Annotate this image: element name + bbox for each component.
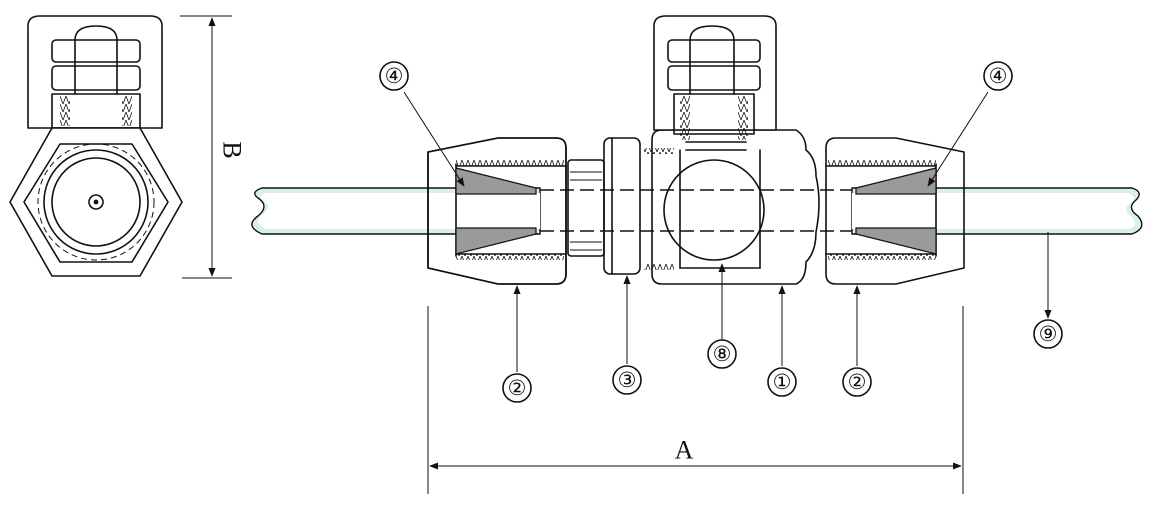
end-view-bore	[51, 157, 141, 247]
svg-text:②: ②	[508, 376, 527, 400]
svg-text:③: ③	[618, 368, 637, 392]
lock-ring	[603, 137, 641, 275]
valve-body	[644, 15, 820, 285]
end-view-hex-inner	[23, 143, 169, 263]
leader-lines	[403, 91, 1052, 372]
knurled-sleeve	[567, 159, 605, 257]
dimension-b: B	[180, 15, 247, 279]
svg-text:②: ②	[848, 370, 867, 394]
callout-3: ③	[612, 365, 642, 395]
ball	[663, 159, 765, 261]
end-view-center-hole	[88, 194, 104, 210]
end-view-thread-circle	[37, 143, 155, 261]
ferrule-right-bottom	[855, 227, 937, 255]
end-view-thread-left	[60, 96, 70, 126]
tube-left	[251, 187, 541, 235]
ferrule-left-bottom	[455, 227, 537, 255]
end-view	[9, 15, 183, 277]
section-view	[251, 15, 1143, 285]
svg-text:④: ④	[385, 64, 404, 88]
svg-text:⑧: ⑧	[713, 342, 732, 366]
svg-text:①: ①	[773, 370, 792, 394]
left-nut	[427, 137, 567, 285]
svg-text:④: ④	[989, 64, 1008, 88]
tube-right	[851, 187, 1143, 235]
end-view-nut-lower	[51, 65, 141, 91]
end-view-nut-upper	[51, 39, 141, 63]
callout-2-right: ②	[842, 367, 872, 397]
callout-4-right: ④	[983, 61, 1013, 91]
end-view-cap	[27, 15, 163, 129]
callout-9: ⑨	[1033, 319, 1063, 349]
ferrule-left-top	[455, 167, 537, 195]
svg-text:⑨: ⑨	[1039, 322, 1058, 346]
end-view-screw-head	[74, 25, 118, 41]
dimension-a: A	[427, 306, 964, 494]
ferrule-right-top	[855, 167, 937, 195]
callout-1: ①	[767, 367, 797, 397]
dimension-b-label: B	[218, 141, 247, 158]
callout-8: ⑧	[707, 339, 737, 369]
callout-4-left: ④	[379, 61, 409, 91]
callout-2-left: ②	[502, 373, 532, 403]
dimension-a-label: A	[675, 436, 694, 465]
end-view-thread-right	[122, 96, 132, 126]
